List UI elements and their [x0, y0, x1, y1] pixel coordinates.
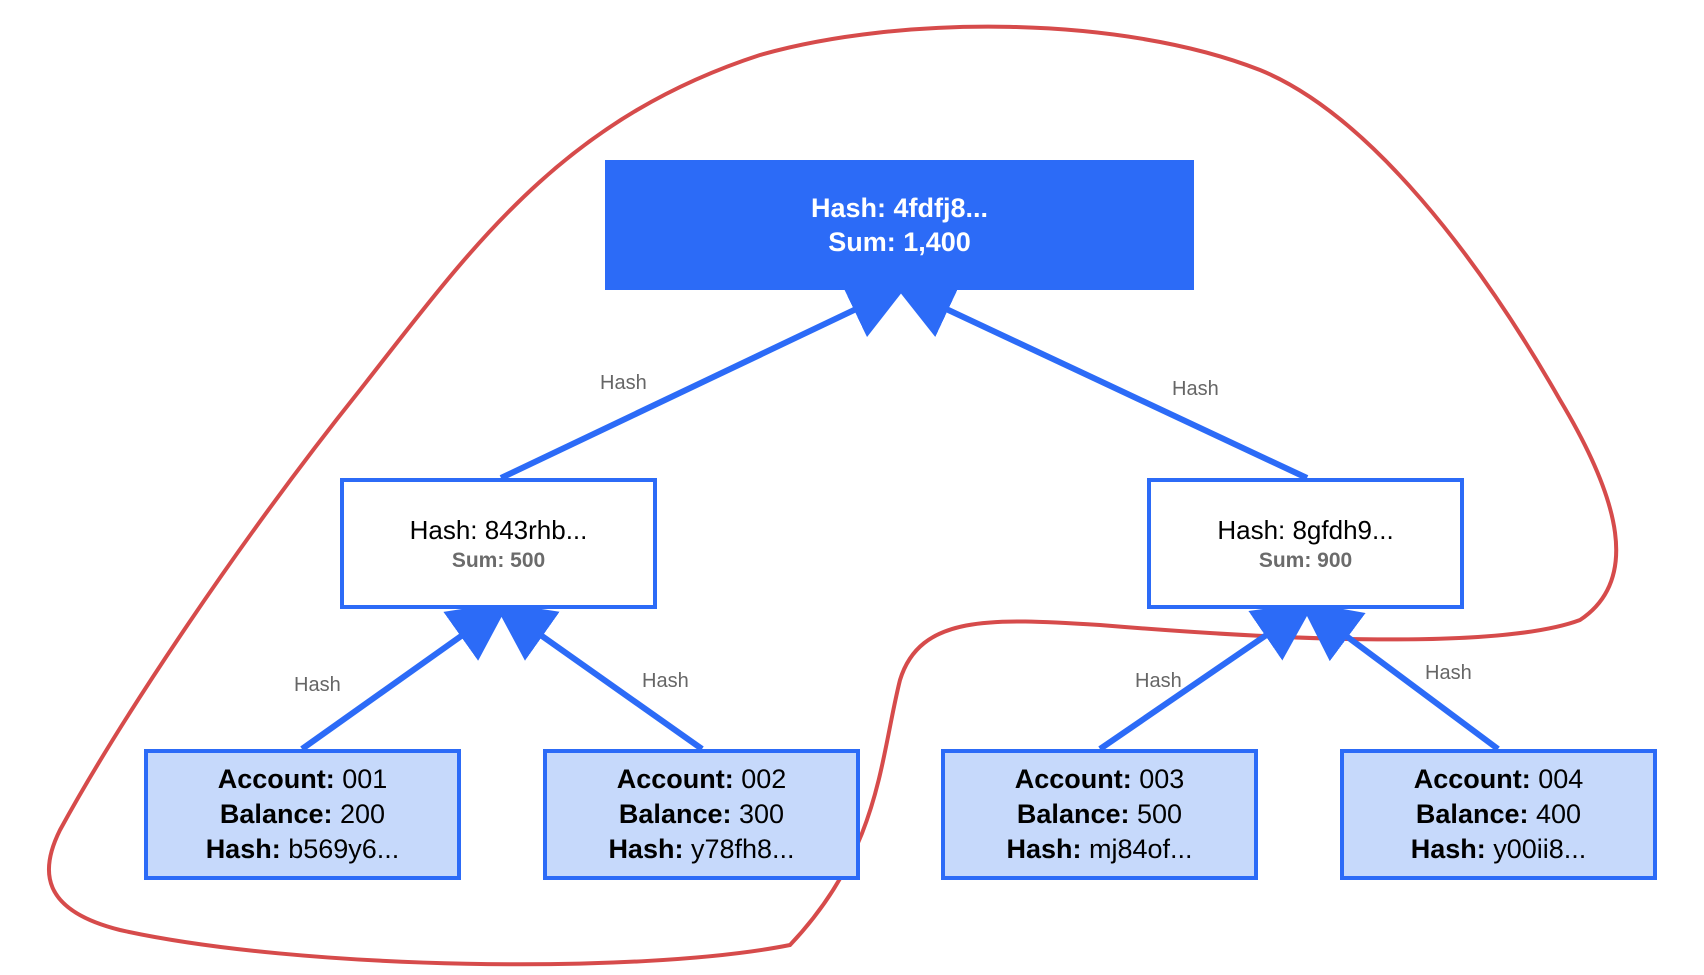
leaf-hash-line: Hash: b569y6... — [206, 832, 400, 867]
leaf-node-account-002: Account: 002 Balance: 300 Hash: y78fh8..… — [543, 749, 860, 880]
leaf-hash-line: Hash: y78fh8... — [608, 832, 794, 867]
edge-mid-left-to-root — [499, 282, 909, 481]
hash-value: mj84of... — [1088, 834, 1193, 864]
edge-mid-right-to-root — [893, 282, 1309, 481]
balance-value: 200 — [340, 799, 386, 829]
leaf-account-line: Account: 004 — [1414, 762, 1584, 797]
balance-label: Balance: — [618, 799, 732, 829]
edge-leaf3-to-mid-right — [1098, 601, 1315, 752]
balance-label: Balance: — [219, 799, 333, 829]
account-label: Account: — [1413, 764, 1531, 794]
leaf-balance-line: Balance: 300 — [619, 797, 784, 832]
balance-value: 400 — [1536, 799, 1582, 829]
intermediate-right-sum: Sum: 900 — [1258, 548, 1353, 572]
account-label: Account: — [1014, 764, 1132, 794]
balance-value: 500 — [1137, 799, 1183, 829]
intermediate-node-right: Hash: 8gfdh9... Sum: 900 — [1147, 478, 1464, 609]
edge-label-leaf1-to-mid-left: Hash — [294, 674, 341, 696]
edge-label-mid-left-to-root: Hash — [600, 372, 647, 394]
hash-label: Hash: — [1410, 834, 1486, 864]
intermediate-left-sum: Sum: 500 — [451, 548, 546, 572]
leaf-account-line: Account: 001 — [218, 762, 388, 797]
leaf-node-account-004: Account: 004 Balance: 400 Hash: y00ii8..… — [1340, 749, 1657, 880]
leaf-account-line: Account: 003 — [1015, 762, 1185, 797]
edge-label-leaf2-to-mid-left: Hash — [642, 670, 689, 692]
hash-label: Hash: — [608, 834, 684, 864]
balance-label: Balance: — [1016, 799, 1130, 829]
hash-value: b569y6... — [288, 834, 400, 864]
leaf-node-account-001: Account: 001 Balance: 200 Hash: b569y6..… — [144, 749, 461, 880]
hash-value: y78fh8... — [690, 834, 795, 864]
leaf-node-account-003: Account: 003 Balance: 500 Hash: mj84of..… — [941, 749, 1258, 880]
account-value: 004 — [1538, 764, 1584, 794]
intermediate-right-hash: Hash: 8gfdh9... — [1217, 514, 1394, 545]
account-label: Account: — [217, 764, 335, 794]
highlight-outline — [46, 24, 1619, 967]
account-label: Account: — [616, 764, 734, 794]
root-node: Hash: 4fdfj8... Sum: 1,400 — [605, 160, 1194, 290]
balance-value: 300 — [739, 799, 785, 829]
hash-label: Hash: — [205, 834, 281, 864]
edge-label-leaf4-to-mid-right: Hash — [1425, 662, 1472, 684]
root-sum: Sum: 1,400 — [828, 227, 971, 257]
intermediate-left-hash: Hash: 843rhb... — [409, 514, 588, 545]
leaf-balance-line: Balance: 200 — [220, 797, 385, 832]
edge-label-leaf3-to-mid-right: Hash — [1135, 670, 1182, 692]
balance-label: Balance: — [1415, 799, 1529, 829]
root-hash: Hash: 4fdfj8... — [810, 193, 989, 223]
account-value: 001 — [342, 764, 388, 794]
account-value: 002 — [741, 764, 787, 794]
hash-label: Hash: — [1006, 834, 1082, 864]
edge-leaf4-to-mid-right — [1299, 601, 1500, 752]
leaf-hash-line: Hash: mj84of... — [1006, 832, 1192, 867]
edge-label-mid-right-to-root: Hash — [1172, 378, 1219, 400]
leaf-account-line: Account: 002 — [617, 762, 787, 797]
leaf-balance-line: Balance: 400 — [1416, 797, 1581, 832]
account-value: 003 — [1139, 764, 1185, 794]
leaf-balance-line: Balance: 500 — [1017, 797, 1182, 832]
edge-leaf2-to-mid-left — [493, 601, 704, 752]
edge-leaf1-to-mid-left — [300, 601, 510, 752]
hash-value: y00ii8... — [1493, 834, 1587, 864]
leaf-hash-line: Hash: y00ii8... — [1411, 832, 1587, 867]
intermediate-node-left: Hash: 843rhb... Sum: 500 — [340, 478, 657, 609]
